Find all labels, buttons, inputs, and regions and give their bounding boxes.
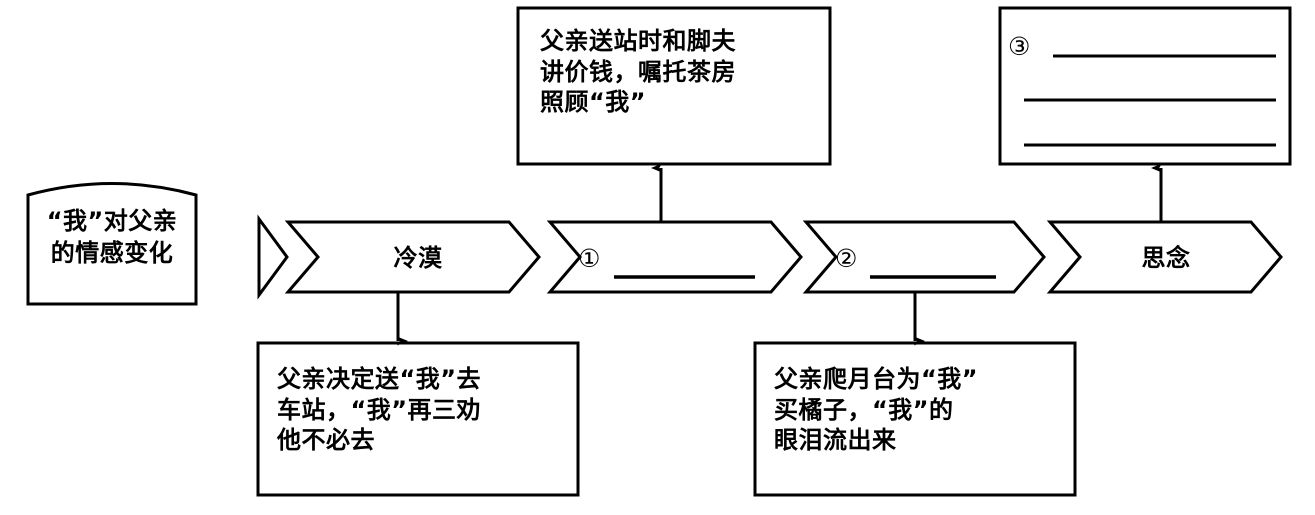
stage-chevron-2-shape [546, 220, 803, 294]
event-box-bottom-left-shape [256, 341, 580, 497]
stage-chevron-1-label: 冷漠 [393, 244, 443, 272]
triangle-right-icon [257, 214, 289, 300]
event-box-top-right-shape [998, 6, 1292, 166]
event-box-bottom-left-text: 父亲决定送“我”去 车站，“我”再三劝 他不必去 [277, 365, 482, 455]
event-box-top-middle-text: 父亲送站时和脚夫 讲价钱，嘱托茶房 照顾“我” [540, 27, 736, 117]
stage-chevron-1-shape [284, 220, 541, 294]
stage-chevron-4-shape [1046, 220, 1283, 294]
stage-chevron-2-marker: ① [578, 244, 601, 273]
title-box-label: “我”对父亲 的情感变化 [46, 207, 178, 268]
event-box-bottom-right-text: 父亲爬月台为“我” 买橘子，“我”的 眼泪流出来 [774, 365, 979, 455]
event-box-top-middle-shape [516, 6, 832, 166]
event-box-bottom-right-shape [753, 341, 1077, 497]
stage-chevron-4-label: 思念 [1141, 244, 1191, 272]
stage-chevron-3-marker: ② [835, 244, 858, 273]
title-box-shape [26, 182, 198, 306]
stage-chevron-3-shape [802, 220, 1046, 294]
event-box-top-right-marker: ③ [1008, 32, 1031, 61]
